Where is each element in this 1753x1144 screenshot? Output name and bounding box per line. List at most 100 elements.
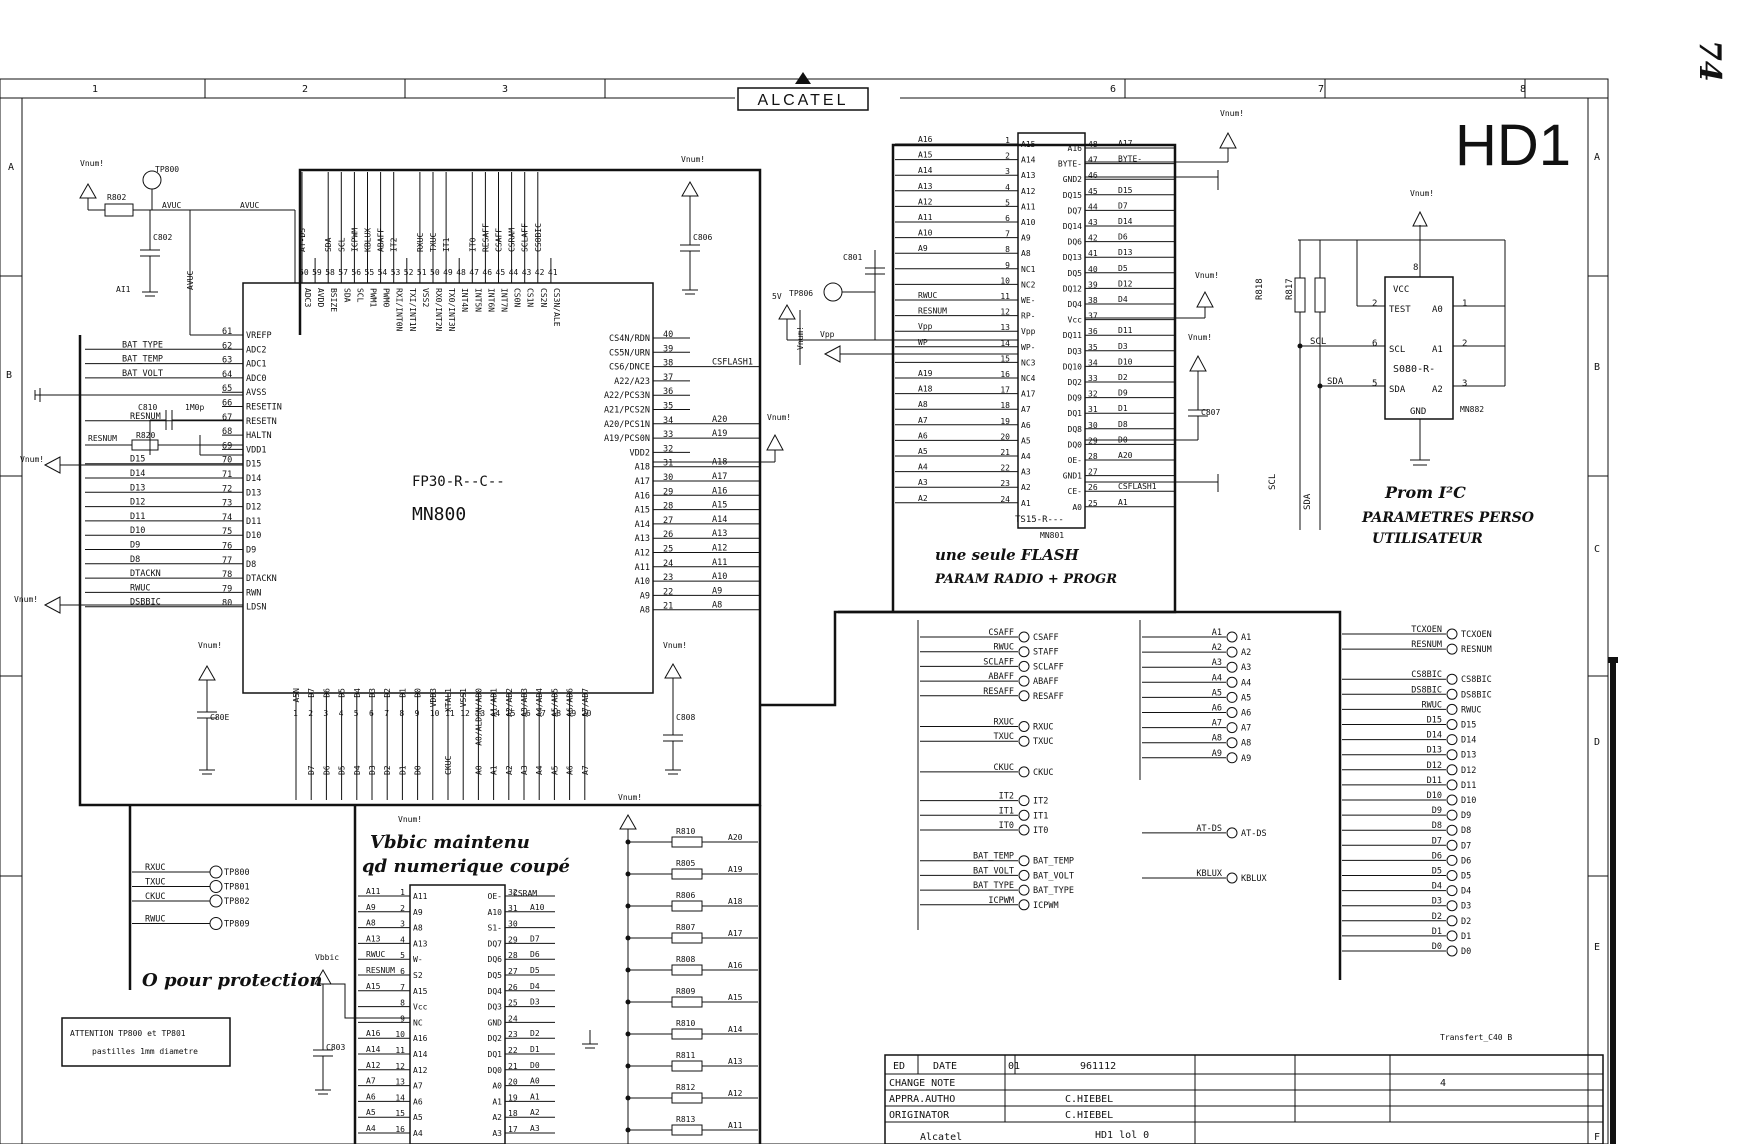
net-label: AI1 — [116, 285, 131, 294]
sram-pin-number: 2 — [400, 904, 405, 913]
net-label: CSRAM — [513, 889, 537, 898]
net-label: A8 — [918, 400, 928, 409]
row-label: B — [6, 370, 12, 381]
net-label: A6 — [566, 765, 575, 775]
net-label: D5 — [530, 966, 540, 975]
testpoint-pad — [209, 880, 223, 893]
flash-pin-number: 17 — [1000, 386, 1010, 395]
mcu-pin-label: D14 — [246, 474, 261, 484]
flash-pin-number: 27 — [1088, 468, 1098, 477]
mcu-pin-number: 80 — [222, 599, 232, 609]
net-label: A16 — [366, 1029, 381, 1038]
connector-pin — [1018, 675, 1030, 687]
testpoint-pad — [209, 917, 223, 930]
net-label: D13 — [1118, 248, 1133, 257]
net-label: D3 — [1432, 897, 1442, 907]
mcu-pin-number: 25 — [663, 545, 673, 555]
pin-number: 8 — [1413, 263, 1418, 273]
mcu-pin-label: RESETN — [246, 417, 277, 427]
flash-pin-label: DQ15 — [1063, 191, 1082, 200]
mcu-pin-number: 36 — [663, 387, 673, 397]
mcu-pin-label: D6 — [322, 688, 331, 698]
net-label: D8 — [1432, 821, 1442, 831]
net-label: AVUC — [240, 201, 259, 210]
flash-pin-number: 2 — [1005, 152, 1010, 161]
mcu-pin-label: A12 — [635, 549, 650, 559]
net-label: TXUC — [145, 878, 165, 888]
resistor — [671, 868, 703, 880]
mcu-pin-number: 55 — [365, 268, 375, 277]
flash-pin-label: NC1 — [1021, 265, 1036, 274]
pin-number: 2 — [1462, 339, 1467, 349]
sram-pin-label: GND — [488, 1018, 503, 1027]
flash-pin-label: NC3 — [1021, 358, 1036, 367]
flash-chip: TS15-R--- MN801 A151A16A142A15A133A14A12… — [895, 132, 1175, 540]
net-label: RWUC — [918, 291, 937, 300]
flash-pin-number: 29 — [1088, 436, 1098, 445]
mcu-pin-number: 24 — [663, 559, 673, 569]
net-label: D8 — [1118, 420, 1128, 429]
net-label: A11 — [366, 887, 381, 896]
connector-name: CSAFF — [1033, 633, 1059, 643]
connector-name: D3 — [1461, 902, 1471, 912]
net-label: D13 — [1427, 746, 1442, 756]
connector-name: D8 — [1461, 826, 1471, 836]
net-label: RESNUM — [366, 966, 395, 975]
mcu-pin-number: 28 — [663, 502, 673, 512]
mcu-pin-label: INT7N — [500, 288, 509, 312]
mcu-pin-label: A22/PCS3N — [604, 391, 650, 401]
mcu-pin-number: 56 — [351, 268, 361, 277]
mcu-pin-number: 16 — [521, 709, 531, 718]
net-label: RXUC — [416, 233, 425, 252]
net-label: A20 — [1118, 451, 1133, 460]
mcu-pin-number: 40 — [663, 330, 673, 340]
connector-name: D1 — [1461, 932, 1471, 942]
title-row-value: C.HIEBEL — [1065, 1094, 1113, 1105]
net-label: BAT_VOLT — [122, 369, 163, 379]
mcu-pin-number: 78 — [222, 570, 232, 580]
resistor — [671, 964, 703, 976]
resistor-ref: R812 — [676, 1083, 695, 1092]
sram-pin-number: 12 — [395, 1062, 405, 1071]
pin-number: 6 — [1372, 339, 1377, 349]
net-label: A8 — [366, 919, 376, 928]
flash-pin-label: DQ9 — [1068, 394, 1083, 403]
mcu-pin-number: 35 — [663, 402, 673, 412]
flash-pin-number: 1 — [1005, 136, 1010, 145]
connector-name: IT1 — [1033, 811, 1048, 821]
sram-pin-label: W- — [413, 955, 423, 964]
mcu-pin-label: TXI/INT1N — [408, 288, 417, 332]
flash-pin-label: A1 — [1021, 499, 1031, 508]
cap-ref: C810 — [138, 403, 157, 412]
net-label: A1 — [490, 765, 499, 775]
sram-pin-number: 7 — [400, 983, 405, 992]
connector-pin — [1446, 930, 1458, 942]
mcu-pin-number: 65 — [222, 384, 232, 394]
eeprom-note: PARAMETRES PERSO — [1361, 510, 1535, 526]
net-label: D15 — [1118, 186, 1133, 195]
flash-pin-label: DQ0 — [1068, 440, 1083, 449]
net-label: D6 — [1432, 851, 1442, 861]
connector-pin — [1446, 628, 1458, 640]
mcu-pin-number: 21 — [663, 602, 673, 612]
drawing-ref: Transfert_C40 B — [1440, 1033, 1512, 1042]
net-label: D8 — [130, 555, 140, 565]
net-label: D0 — [414, 765, 423, 775]
net-label: A2 — [918, 494, 928, 503]
connector-pin — [1226, 676, 1238, 688]
net-label: A12 — [712, 544, 727, 554]
eeprom-note: UTILISATEUR — [1372, 531, 1483, 547]
net-label: A2 — [505, 765, 514, 775]
net-label: RWUC — [366, 950, 385, 959]
flash-pin-label: A8 — [1021, 249, 1031, 258]
flash-pin-label: A11 — [1021, 202, 1036, 211]
connector-pin — [1018, 631, 1030, 643]
mcu-pin-label: D5 — [338, 688, 347, 698]
sram-pin-number: 29 — [508, 935, 518, 944]
sram-pin-label: A7 — [413, 1082, 423, 1091]
flash-pin-label: DQ3 — [1068, 347, 1083, 356]
connector-name: A9 — [1241, 754, 1251, 764]
connector-pin — [1018, 809, 1030, 821]
mcu-pin-number: 59 — [312, 268, 322, 277]
testpoint-ref: TP806 — [789, 289, 813, 298]
